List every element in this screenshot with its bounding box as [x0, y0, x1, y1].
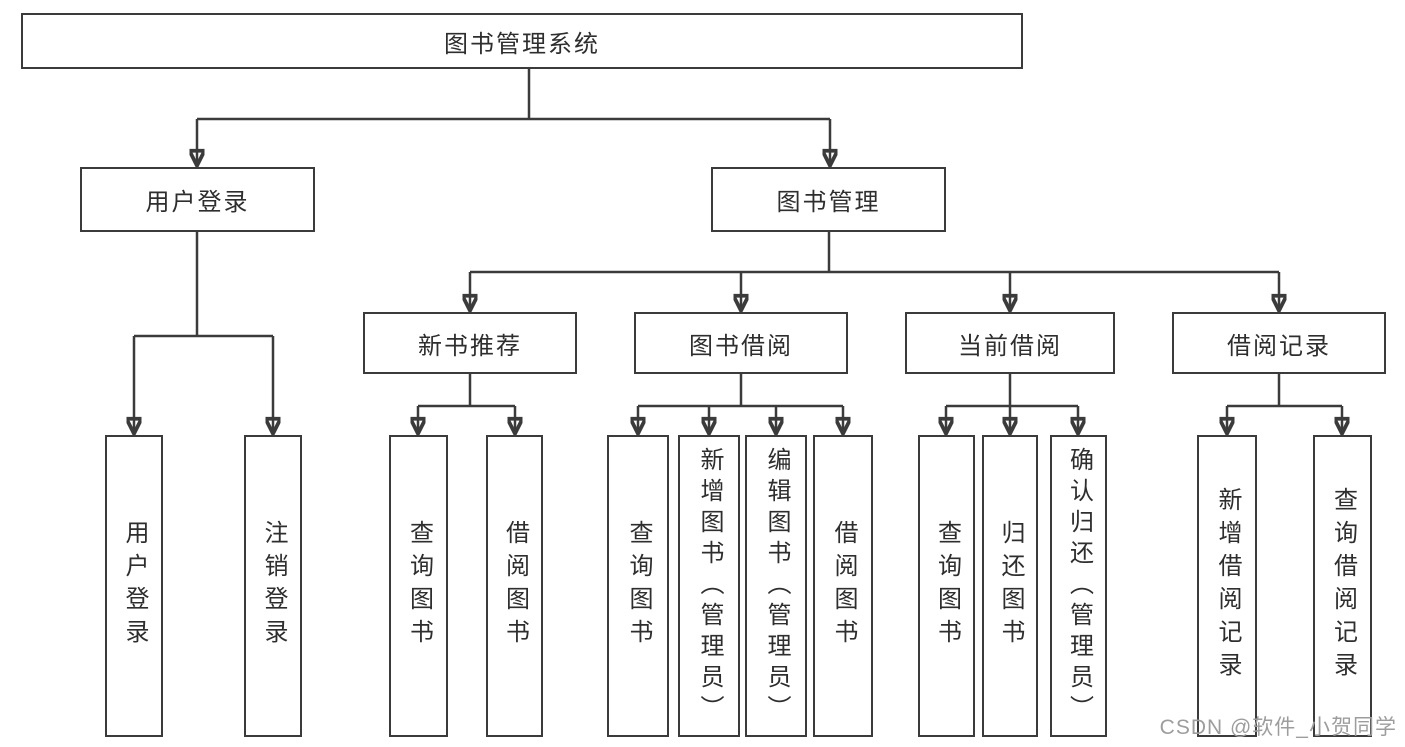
- node-current-borrow-label: 当前借阅: [958, 332, 1062, 360]
- leaf-return-book: 归还图书: [982, 435, 1038, 737]
- node-root-label: 图书管理系统: [444, 30, 600, 58]
- leaf-edit-book-admin-label: 编辑图书（管理员）: [763, 446, 790, 726]
- node-borrow-records: 借阅记录: [1172, 312, 1386, 374]
- leaf-confirm-return-admin-label: 确认归还（管理员）: [1065, 446, 1093, 726]
- node-book-management-label: 图书管理: [776, 189, 881, 216]
- node-root: 图书管理系统: [21, 13, 1023, 69]
- leaf-borrow-books: 借阅图书: [813, 435, 873, 737]
- node-user-login: 用户登录: [80, 167, 315, 232]
- leaf-borrow-books-recommend: 借阅图书: [486, 435, 543, 737]
- node-borrow-records-label: 借阅记录: [1227, 332, 1331, 360]
- node-book-management: 图书管理: [711, 167, 946, 232]
- node-user-login-label: 用户登录: [145, 189, 250, 216]
- leaf-query-books-current: 查询图书: [918, 435, 975, 737]
- leaf-borrow-books-label: 借阅图书: [830, 520, 857, 652]
- leaf-query-books-recommend-label: 查询图书: [405, 520, 433, 652]
- leaf-query-books-current-label: 查询图书: [933, 520, 961, 652]
- leaf-logout: 注销登录: [244, 435, 302, 737]
- node-book-borrow: 图书借阅: [634, 312, 848, 374]
- leaf-add-book-admin-label: 新增图书（管理员）: [696, 446, 723, 726]
- csdn-watermark: CSDN @软件_小贺同学: [1159, 716, 1397, 739]
- leaf-add-borrow-record: 新增借阅记录: [1197, 435, 1257, 737]
- leaf-query-borrow-record-label: 查询借阅记录: [1329, 487, 1357, 685]
- leaf-logout-label: 注销登录: [260, 520, 287, 652]
- leaf-add-book-admin: 新增图书（管理员）: [678, 435, 740, 737]
- node-new-book-recommend-label: 新书推荐: [418, 332, 522, 360]
- leaf-return-book-label: 归还图书: [997, 520, 1024, 652]
- leaf-add-borrow-record-label: 新增借阅记录: [1214, 487, 1241, 685]
- node-current-borrow: 当前借阅: [905, 312, 1115, 374]
- leaf-user-login: 用户登录: [105, 435, 163, 737]
- leaf-query-books-borrow: 查询图书: [607, 435, 669, 737]
- leaf-edit-book-admin: 编辑图书（管理员）: [745, 435, 807, 737]
- leaf-user-login-label: 用户登录: [121, 520, 148, 652]
- leaf-borrow-books-recommend-label: 借阅图书: [501, 520, 529, 652]
- leaf-query-books-borrow-label: 查询图书: [625, 520, 652, 652]
- leaf-confirm-return-admin: 确认归还（管理员）: [1050, 435, 1107, 737]
- node-book-borrow-label: 图书借阅: [689, 332, 793, 360]
- leaf-query-borrow-record: 查询借阅记录: [1313, 435, 1372, 737]
- leaf-query-books-recommend: 查询图书: [389, 435, 448, 737]
- node-new-book-recommend: 新书推荐: [363, 312, 577, 374]
